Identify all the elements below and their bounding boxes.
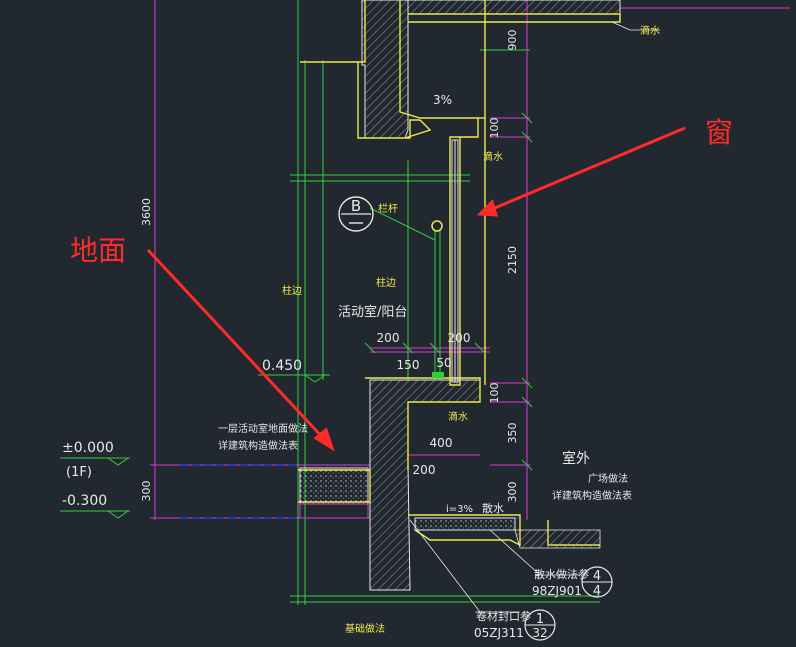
dim-200-b: 200 bbox=[448, 331, 471, 345]
label-drip-bottom: 滴水 bbox=[448, 410, 468, 423]
dim-100-bottom: 100 bbox=[488, 383, 501, 404]
ref4-top: 4 bbox=[593, 569, 601, 584]
railing-base bbox=[432, 372, 444, 378]
magenta-lines bbox=[150, 0, 790, 520]
dim-350: 350 bbox=[506, 423, 519, 444]
elev-floor: (1F) bbox=[66, 465, 92, 480]
label-drip-top: 滴水 bbox=[640, 24, 660, 37]
label-outdoor: 室外 bbox=[562, 450, 590, 467]
leader-lines bbox=[409, 21, 660, 613]
dim-150: 150 bbox=[397, 358, 420, 372]
elevation-markers bbox=[60, 374, 330, 519]
dim-200-c: 200 bbox=[413, 463, 436, 477]
label-room: 活动室/阳台 bbox=[338, 304, 407, 320]
dim-400: 400 bbox=[430, 436, 453, 450]
label-plaza-note-1: 广场做法 bbox=[588, 472, 628, 485]
dim-300-right: 300 bbox=[506, 482, 519, 503]
ref4-bottom: 4 bbox=[593, 584, 601, 599]
label-slope: 3% bbox=[433, 93, 452, 107]
label-apron: 散水 bbox=[482, 501, 504, 515]
label-floor-note-2: 详建筑构造做法表 bbox=[218, 439, 298, 452]
floor-slab bbox=[299, 467, 369, 505]
apron-slab bbox=[414, 517, 516, 531]
label-plaza-note-2: 详建筑构造做法表 bbox=[552, 489, 632, 502]
label-drip-mid: 滴水 bbox=[483, 150, 503, 163]
window-frame bbox=[451, 139, 459, 383]
ref-marker-4[interactable]: 4 4 bbox=[581, 566, 613, 599]
elev-upper: 0.450 bbox=[262, 358, 302, 374]
dim-50: 50 bbox=[436, 356, 451, 370]
label-floor-note-1: 一层活动室地面做法 bbox=[218, 422, 308, 435]
detail-b-label: B bbox=[351, 197, 361, 215]
elev-minus: -0.300 bbox=[62, 493, 107, 509]
label-apron-std: 98ZJ901 bbox=[532, 584, 582, 598]
dim-2150: 2150 bbox=[506, 246, 519, 274]
dim-300-left: 300 bbox=[140, 481, 153, 502]
red-annotations bbox=[146, 126, 686, 452]
outdoor-ground bbox=[514, 529, 601, 549]
annotation-ground: 地面 bbox=[70, 234, 126, 267]
slab-magenta-fill bbox=[299, 503, 369, 519]
label-column-edge-mid: 柱边 bbox=[376, 276, 396, 289]
dim-200-a: 200 bbox=[377, 331, 400, 345]
label-column-edge-left: 柱边 bbox=[282, 284, 302, 297]
label-railing: 栏杆 bbox=[378, 202, 398, 215]
label-seal-std: 05ZJ311 bbox=[474, 626, 524, 640]
ref1-bottom: 32 bbox=[532, 626, 547, 640]
green-lines bbox=[290, 0, 600, 605]
elev-zero: ±0.000 bbox=[62, 440, 114, 456]
railing-post bbox=[431, 220, 443, 232]
dimension-ticks bbox=[364, 112, 533, 471]
detail-b-marker[interactable]: B bbox=[338, 196, 374, 232]
label-slope-bottom: i=3% bbox=[446, 504, 473, 515]
annotation-window: 窗 bbox=[705, 116, 733, 149]
dim-total-height: 3600 bbox=[140, 198, 153, 226]
dim-900: 900 bbox=[506, 30, 519, 51]
label-seal-ref: 卷材封口参 bbox=[476, 609, 531, 623]
label-foundation: 基础做法 bbox=[345, 622, 385, 635]
ref-marker-1[interactable]: 1 32 bbox=[524, 609, 556, 641]
yellow-outlines bbox=[298, 0, 621, 547]
label-apron-ref: 散水做法参 bbox=[534, 567, 589, 581]
ref1-top: 1 bbox=[536, 612, 544, 627]
dim-100-top: 100 bbox=[488, 118, 501, 139]
concrete-walls bbox=[361, 0, 621, 591]
